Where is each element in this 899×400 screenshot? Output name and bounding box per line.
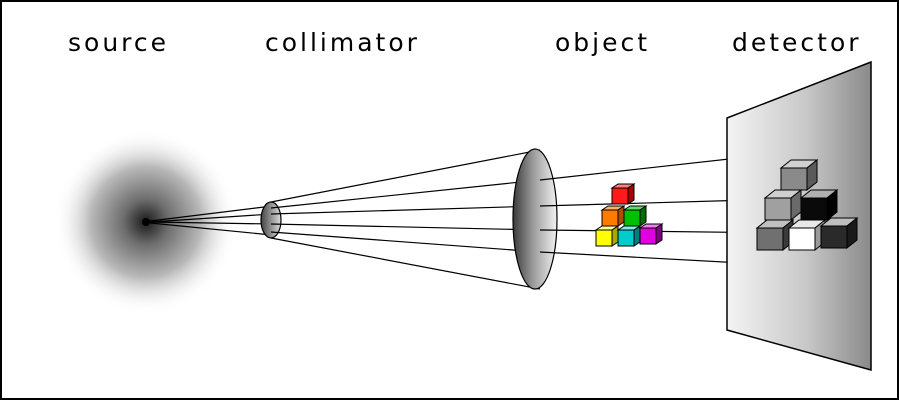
source-label: source <box>68 28 170 57</box>
source-beam <box>149 205 273 236</box>
shadow-block-mid-right <box>799 188 839 222</box>
shadow-block-bottom-right <box>819 216 859 250</box>
source-glow <box>54 130 238 314</box>
detector-label: detector <box>732 28 862 57</box>
object-blocks <box>594 183 664 247</box>
collimated-beam-cone <box>270 149 541 290</box>
object-label: object <box>555 28 651 57</box>
collimator-label: collimator <box>265 28 420 57</box>
shadow-block-bottom-middle <box>787 218 827 252</box>
cube-orange <box>600 205 626 227</box>
cube-magenta <box>638 223 664 245</box>
beam-aperture <box>512 148 558 290</box>
cube-red <box>610 183 636 205</box>
cube-cyan <box>616 225 642 247</box>
cube-green <box>622 205 648 227</box>
shadow-block-mid-left <box>763 188 803 222</box>
cube-yellow <box>594 225 620 247</box>
shadow-block-top <box>779 158 819 192</box>
detector-plate <box>726 60 872 371</box>
detector-image <box>755 158 859 252</box>
shadow-block-bottom-left <box>755 218 795 252</box>
